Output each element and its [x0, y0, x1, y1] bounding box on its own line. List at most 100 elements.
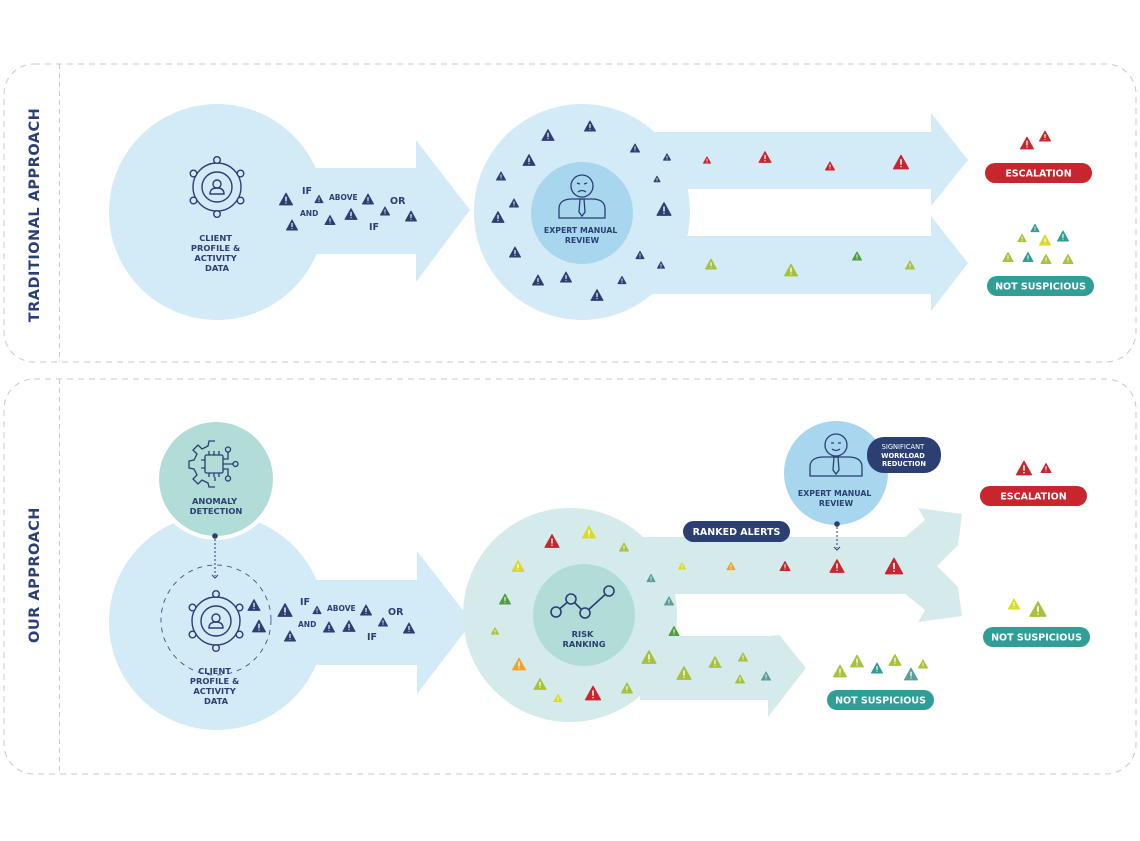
svg-text:SIGNIFICANT WORKLOAD: SIGNIFICANT WORKLOAD REDUCTION: [881, 443, 927, 468]
svg-text:RANKED ALERTS: RANKED ALERTS: [693, 527, 781, 538]
warning-triangle-icon: [738, 652, 748, 662]
warning-triangle-icon: [247, 599, 261, 611]
warning-triangle-icon: [892, 154, 910, 170]
traditional-source-label: CLIENT PROFILE & ACTIVITY DATA: [191, 233, 243, 273]
ranked-alerts-badge: RANKED ALERTS: [683, 521, 790, 542]
warning-triangle-icon: [360, 604, 372, 616]
our-escalation-badge: ESCALATION: [980, 486, 1087, 506]
traditional-rule-alerts: [278, 192, 417, 231]
warning-triangle-icon: [581, 525, 597, 539]
warning-triangle-icon: [641, 650, 657, 664]
warning-triangle-icon: [1040, 254, 1052, 264]
warning-triangle-icon: [491, 627, 499, 635]
frowning-reviewer-icon: [558, 174, 606, 219]
warning-triangle-icon: [621, 682, 633, 694]
warning-triangle-icon: [323, 621, 335, 633]
warning-triangle-icon: [646, 573, 656, 583]
svg-text:IF: IF: [369, 222, 379, 233]
anomaly-connector-arrowhead: [211, 574, 219, 579]
our-review-label: EXPERT MANUAL REVIEW: [798, 489, 874, 508]
warning-triangle-icon: [1039, 234, 1051, 246]
ai-chip-gear-icon: [188, 440, 239, 488]
client-network-icon: [188, 590, 244, 653]
warning-triangle-icon: [362, 193, 374, 205]
anomaly-detection-circle: [159, 422, 273, 536]
warning-triangle-icon: [678, 562, 686, 570]
warning-triangle-icon: [884, 557, 904, 575]
our-approach-section: OUR APPROACH ANOMALY DETECTION: [3, 378, 1137, 775]
svg-text:OR: OR: [388, 607, 404, 618]
warning-triangle-icon: [653, 175, 661, 183]
review-connector-arrowhead: [833, 546, 841, 551]
warning-triangle-icon: [783, 263, 799, 277]
traditional-review-label: EXPERT MANUAL REVIEW: [544, 226, 620, 245]
ranked-alerts-arrow: [640, 508, 962, 622]
warning-triangle-icon: [905, 260, 915, 270]
warning-triangle-icon: [918, 659, 928, 669]
svg-text:OR: OR: [390, 196, 406, 207]
warning-triangle-icon: [668, 626, 680, 636]
traditional-escalation-outcome-alerts: [1019, 130, 1051, 150]
warning-triangle-icon: [1008, 598, 1020, 610]
warning-triangle-icon: [903, 667, 919, 681]
svg-text:NOT SUSPICIOUS: NOT SUSPICIOUS: [991, 633, 1082, 644]
traditional-not-suspicious-arrow: [640, 216, 968, 311]
warning-triangle-icon: [825, 161, 835, 171]
warning-triangle-icon: [1030, 223, 1040, 233]
our-not-suspicious-lower-badge: NOT SUSPICIOUS: [827, 690, 934, 710]
traditional-approach-section: TRADITIONAL APPROACH CLIENT PROFILE & AC…: [3, 63, 1137, 363]
warning-triangle-icon: [1029, 601, 1047, 617]
our-section-title: OUR APPROACH: [27, 507, 43, 643]
warning-triangle-icon: [617, 275, 627, 285]
traditional-section-frame: [3, 63, 1137, 363]
warning-triangle-icon: [584, 685, 602, 701]
warning-triangle-icon: [779, 561, 791, 571]
warning-triangle-icon: [314, 194, 324, 204]
svg-text:ESCALATION: ESCALATION: [1000, 492, 1066, 503]
warning-triangle-icon: [1039, 130, 1051, 142]
our-rule-words: IF ABOVE OR AND IF: [298, 597, 404, 643]
warning-triangle-icon: [1017, 233, 1027, 243]
our-rule-alerts: [247, 599, 415, 642]
warning-triangle-icon: [1019, 136, 1035, 150]
svg-text:IF: IF: [367, 632, 377, 643]
warning-triangle-icon: [522, 154, 536, 166]
warning-triangle-icon: [832, 664, 848, 678]
warning-triangle-icon: [761, 671, 771, 681]
warning-triangle-icon: [726, 561, 736, 571]
our-not-suspicious-upper-badge: NOT SUSPICIOUS: [983, 627, 1090, 647]
traditional-escalation-arrow: [640, 113, 968, 206]
enriched-data-dashed-ring: [160, 564, 272, 676]
warning-triangle-icon: [509, 246, 521, 258]
traditional-not-suspicious-badge: NOT SUSPICIOUS: [987, 276, 1094, 296]
traditional-section-title: TRADITIONAL APPROACH: [27, 108, 43, 323]
warning-triangle-icon: [584, 120, 596, 132]
traditional-rule-words: IF ABOVE OR AND IF: [300, 186, 406, 233]
svg-text:IF: IF: [302, 186, 312, 197]
traditional-review-circle: [531, 162, 633, 264]
warning-triangle-icon: [405, 210, 417, 222]
warning-triangle-icon: [703, 156, 711, 164]
warning-triangle-icon: [277, 603, 293, 617]
our-arrow-gap-lower: [690, 622, 918, 636]
warning-triangle-icon: [560, 271, 572, 283]
svg-text:AND: AND: [298, 620, 316, 629]
ranked-path-alerts: [678, 557, 904, 575]
warning-triangle-icon: [251, 619, 267, 633]
warning-triangle-icon: [1002, 252, 1014, 262]
warning-triangle-icon: [403, 622, 415, 634]
warning-triangle-icon: [509, 198, 519, 208]
warning-triangle-icon: [829, 559, 845, 573]
warning-triangle-icon: [344, 208, 358, 220]
warning-triangle-icon: [553, 693, 563, 703]
warning-triangle-icon: [657, 261, 665, 269]
svg-text:IF: IF: [300, 597, 310, 608]
svg-text:ESCALATION: ESCALATION: [1005, 169, 1071, 180]
smiling-reviewer-icon: [809, 433, 863, 477]
warning-triangle-icon: [511, 560, 525, 572]
warning-triangle-icon: [708, 656, 722, 668]
warning-triangle-icon: [656, 202, 672, 216]
warning-triangle-icon: [380, 206, 390, 216]
warning-triangle-icon: [1022, 252, 1034, 262]
